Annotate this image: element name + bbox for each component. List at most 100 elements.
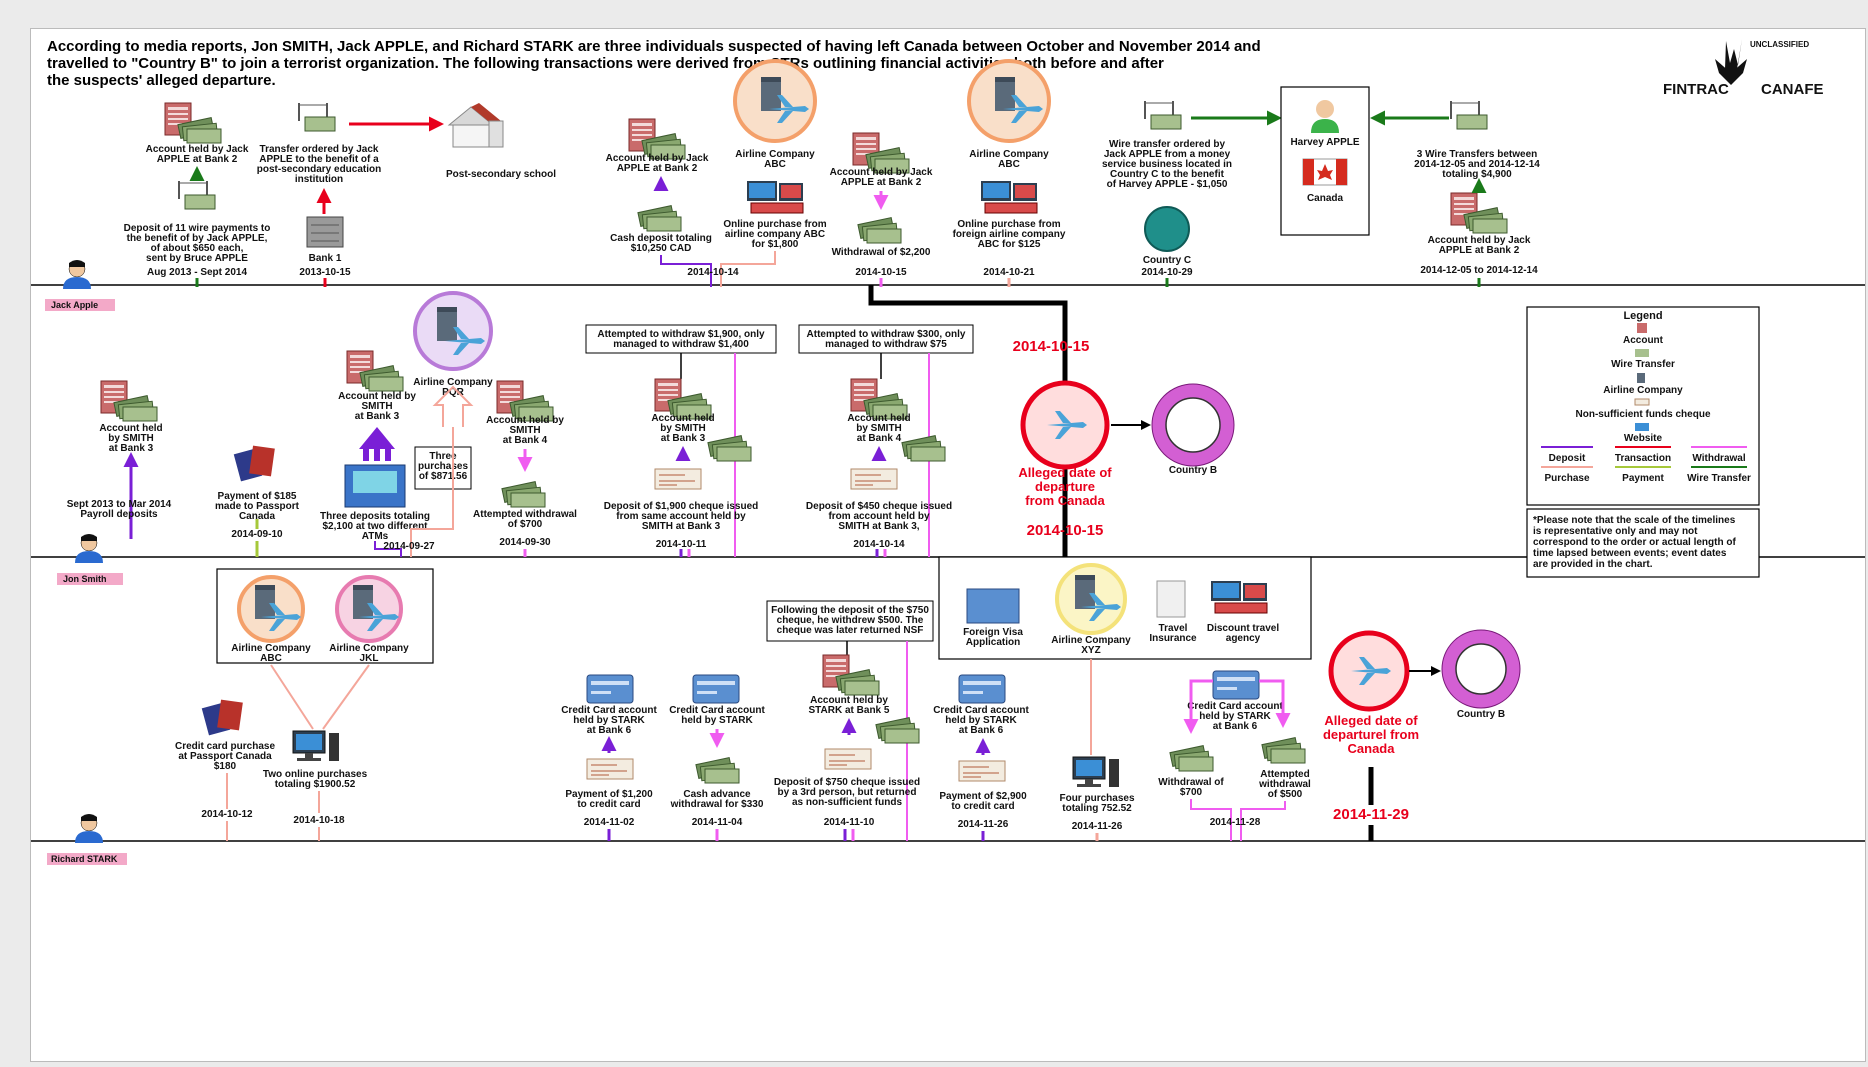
svg-text:Canada: Canada <box>1307 193 1344 204</box>
credit-card-icon <box>1212 670 1260 700</box>
money-icon <box>901 435 946 462</box>
jon-country-b-ring-icon: Country B <box>1151 383 1235 476</box>
chart-sheet: According to media reports, Jon SMITH, J… <box>30 28 1866 1062</box>
person-richard-stark: Richard STARK <box>47 813 127 865</box>
credit-card-icon <box>692 674 740 704</box>
svg-text:2014-09-10: 2014-09-10 <box>231 529 283 540</box>
account-icon <box>1637 323 1647 333</box>
atm-icon <box>344 464 406 508</box>
money-icon <box>707 435 752 462</box>
legend-title: Legend <box>1623 310 1662 322</box>
svg-text:Deposit: Deposit <box>1549 453 1586 464</box>
svg-text:Cash deposit totaling$10,250 C: Cash deposit totaling$10,250 CAD <box>610 233 712 254</box>
svg-text:Transaction: Transaction <box>1615 453 1671 464</box>
svg-text:Website: Website <box>1624 433 1663 444</box>
timeline-diagram: According to media reports, Jon SMITH, J… <box>31 38 1865 865</box>
svg-text:Attempted to withdraw $300, on: Attempted to withdraw $300, onlymanaged … <box>807 329 966 350</box>
visa-card-icon <box>966 588 1020 624</box>
deposit-arrow-double <box>359 427 395 461</box>
svg-text:2013-10-15: 2013-10-15 <box>299 267 351 278</box>
header-line-3: the suspects' alleged departure. <box>47 72 276 89</box>
insurance-doc-icon <box>1156 580 1186 618</box>
harvey-apple-box: Harvey APPLE Canada <box>1280 86 1370 236</box>
computer-icon <box>292 730 340 762</box>
person-jack-apple: Jack Apple <box>45 259 115 311</box>
classification-label: UNCLASSIFIED <box>1750 40 1809 49</box>
cheque-icon <box>824 748 872 770</box>
jon-departure-date-top: 2014-10-15 <box>1013 338 1090 355</box>
richard-departure-plane-icon <box>1328 630 1410 712</box>
scale-note-box: *Please note that the scale of the timel… <box>1526 508 1760 578</box>
date-2014-11-28: 2014-11-28 <box>1210 817 1261 828</box>
credit-card-icon <box>586 674 634 704</box>
svg-text:Airline Company: Airline Company <box>1603 385 1683 396</box>
credit-card-icon <box>958 674 1006 704</box>
date-2014-09-27: 2014-09-27 <box>383 541 435 552</box>
jack-withdrawal-2200: Withdrawal of $2,200 2014-10-15 <box>832 217 931 278</box>
legend-box: Legend Account Wire Transfer Airline Com… <box>1526 306 1760 506</box>
svg-text:2014-11-26: 2014-11-26 <box>1072 821 1123 832</box>
date-2014-11-10: 2014-11-10 <box>824 817 875 828</box>
date-2014-10-21: 2014-10-21 <box>983 267 1035 278</box>
svg-text:2014-10-18: 2014-10-18 <box>293 815 345 826</box>
jon-three-deposits: Three deposits totaling$2,100 at two dif… <box>320 511 430 542</box>
web-purchase-icon <box>980 180 1038 214</box>
svg-text:Withdrawal of $2,200: Withdrawal of $2,200 <box>832 247 931 258</box>
svg-text:Wire Transfer: Wire Transfer <box>1611 359 1675 370</box>
person-jon-smith: Jon Smith <box>57 533 123 585</box>
cheque-icon <box>850 468 898 490</box>
cheque-icon <box>1634 398 1650 406</box>
svg-text:Aug 2013 - Sept 2014: Aug 2013 - Sept 2014 <box>147 267 247 278</box>
money-icon <box>875 717 920 744</box>
web-purchase-icon <box>1210 580 1268 614</box>
svg-text:Following the deposit of the $: Following the deposit of the $750cheque,… <box>771 605 929 636</box>
cheque-icon <box>586 758 634 780</box>
svg-text:Jon Smith: Jon Smith <box>63 574 107 584</box>
svg-text:2014-12-05 to 2014-12-14: 2014-12-05 to 2014-12-14 <box>1420 265 1538 276</box>
svg-text:Bank 1: Bank 1 <box>309 253 342 264</box>
svg-text:Account: Account <box>1623 335 1664 346</box>
jon-departure-date-bottom: 2014-10-15 <box>1027 522 1104 539</box>
svg-text:2014-10-29: 2014-10-29 <box>1141 267 1193 278</box>
svg-text:2014-10-12: 2014-10-12 <box>201 809 253 820</box>
date-2014-11-26a: 2014-11-26 <box>958 819 1009 830</box>
richard-departure-date: 2014-11-29 <box>1333 806 1409 823</box>
date-2014-10-11: 2014-10-11 <box>656 539 707 550</box>
header-line-2: travelled to "Country B" to join a terro… <box>47 55 1164 72</box>
